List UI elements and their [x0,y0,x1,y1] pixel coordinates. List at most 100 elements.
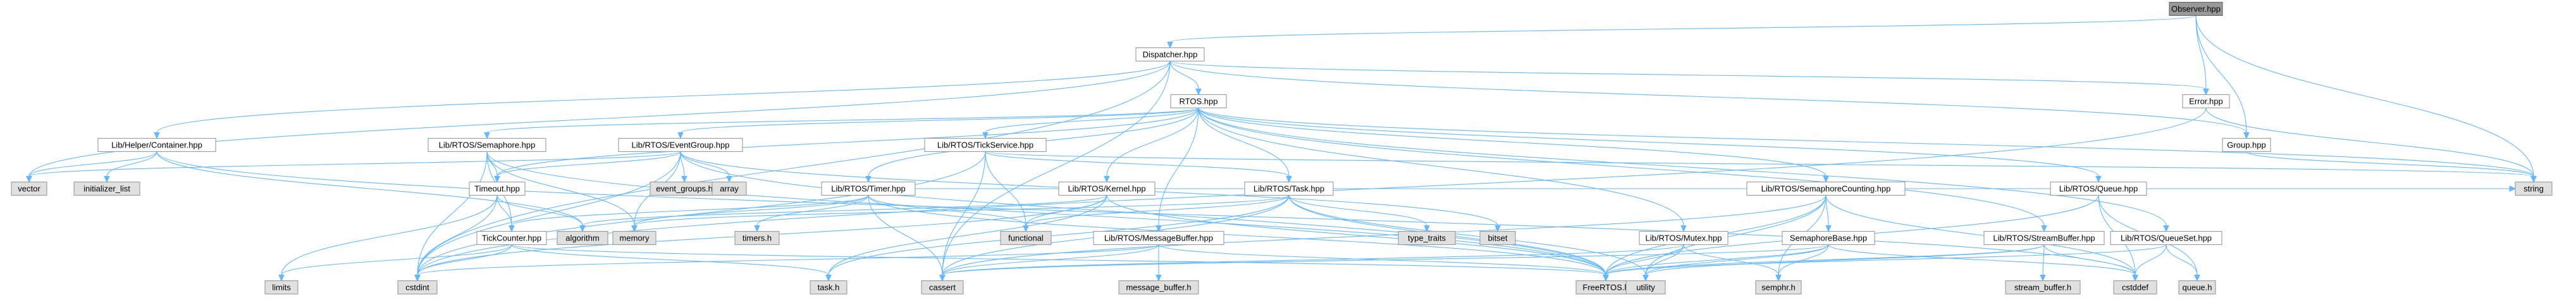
node-label: Lib/RTOS/EventGroup.hpp [632,141,730,150]
edge-rtos-to-msgbuffer [1156,108,1199,232]
node-tickcounter-hpp[interactable]: TickCounter.hpp [476,230,547,246]
edge-semaphore-to-freertos [486,151,1609,282]
edge-eventgroup-to-timeout [494,151,681,183]
node-cstddef[interactable]: cstddef [2113,280,2157,295]
node-dispatcher-hpp[interactable]: Dispatcher.hpp [1135,47,1205,62]
node-label: string [2524,184,2544,194]
node-box [821,181,916,196]
node-limits[interactable]: limits [264,280,299,295]
node-lib-rtos-queueset-hpp[interactable]: Lib/RTOS/QueueSet.hpp [2110,230,2222,246]
edge-tickcounter-to-freertos [511,244,1609,282]
edge-timeout-to-limits [278,195,498,282]
node-box [612,230,656,246]
node-semphr-h[interactable]: semphr.h [1755,280,1802,295]
edge-container-to-initializer_list [104,151,157,183]
node-label: Error.hpp [2189,97,2222,106]
node-freertos-h[interactable]: FreeRTOS.h [1575,280,1636,295]
node-error-hpp[interactable]: Error.hpp [2182,94,2230,109]
node-timeout-hpp[interactable]: Timeout.hpp [469,181,526,196]
node-task-h[interactable]: task.h [810,280,847,295]
node-vector[interactable]: vector [11,181,47,196]
edge-observer-to-dispatcher [1167,15,2197,49]
node-box [557,230,608,246]
node-message-buffer-h[interactable]: message_buffer.h [1118,280,1199,295]
node-box [2222,137,2271,153]
node-lib-helper-container-hpp[interactable]: Lib/Helper/Container.hpp [97,137,216,153]
node-label: vector [18,184,40,194]
node-array[interactable]: array [712,181,747,196]
node-label: queue.h [2183,283,2212,292]
node-semaphorebase-hpp[interactable]: SemaphoreBase.hpp [1782,230,1875,246]
node-memory[interactable]: memory [612,230,656,246]
node-event-groups-h[interactable]: event_groups.h [650,181,719,196]
node-lib-rtos-semaphorecounting-hpp[interactable]: Lib/RTOS/SemaphoreCounting.hpp [1746,181,1906,196]
node-box [1398,230,1456,246]
edge-rtos-to-eventgroup [677,108,1199,139]
edge-tickcounter-to-limits [278,244,512,282]
node-lib-rtos-tickservice-hpp[interactable]: Lib/RTOS/TickService.hpp [924,137,1047,153]
node-box [1118,280,1199,295]
node-box [2178,280,2216,295]
edge-task-to-functional [1023,195,1290,232]
node-algorithm[interactable]: algorithm [557,230,608,246]
edge-queueset-to-freertos [1603,244,2167,282]
node-label: Lib/RTOS/StreamBuffer.hpp [1993,234,2095,243]
edge-eventgroup-to-vector [26,151,681,183]
node-type-traits[interactable]: type_traits [1398,230,1456,246]
edge-kernel-to-functional [1023,195,1107,232]
node-group-hpp[interactable]: Group.hpp [2222,137,2271,153]
node-cassert[interactable]: cassert [921,280,964,295]
node-stream-buffer-h[interactable]: stream_buffer.h [2005,280,2081,295]
edge-sembase-to-semphr [1775,244,1829,282]
node-label: FreeRTOS.h [1582,283,1629,292]
node-lib-rtos-eventgroup-hpp[interactable]: Lib/RTOS/EventGroup.hpp [618,137,743,153]
node-bitset[interactable]: bitset [1479,230,1516,246]
edge-timer-to-functional [868,195,1029,232]
node-cstdint[interactable]: cstdint [397,280,438,295]
edge-task-to-memory [631,195,1290,232]
node-lib-rtos-timer-hpp[interactable]: Lib/RTOS/Timer.hpp [821,181,916,196]
edge-queueset-to-cstddef [2132,244,2167,282]
node-utility[interactable]: utility [1625,280,1666,295]
node-box [264,280,299,295]
edge-container-to-vector [26,151,157,183]
node-lib-rtos-mutex-hpp[interactable]: Lib/RTOS/Mutex.hpp [1639,230,1729,246]
node-lib-rtos-queue-hpp[interactable]: Lib/RTOS/Queue.hpp [2050,181,2147,196]
node-observer-hpp[interactable]: Observer.hpp [2169,1,2223,16]
node-queue-h[interactable]: queue.h [2178,280,2216,295]
node-box [1000,230,1052,246]
node-box [2005,280,2081,295]
node-label: Lib/RTOS/QueueSet.hpp [2121,234,2212,243]
node-lib-rtos-semaphore-hpp[interactable]: Lib/RTOS/Semaphore.hpp [428,137,546,153]
node-box [1479,230,1516,246]
node-lib-rtos-streambuffer-hpp[interactable]: Lib/RTOS/StreamBuffer.hpp [1983,230,2105,246]
edge-timeout-to-tickcounter [496,195,515,232]
edge-tickcounter-to-cstdint [414,244,512,282]
node-label: type_traits [1408,234,1446,243]
node-label: Lib/RTOS/SemaphoreCounting.hpp [1761,184,1891,194]
node-label: utility [1636,283,1655,292]
node-label: Lib/RTOS/TickService.hpp [937,141,1033,150]
node-label: TickCounter.hpp [482,234,541,243]
node-initializer-list[interactable]: initializer_list [73,181,140,196]
node-functional[interactable]: functional [1000,230,1052,246]
edge-task-to-type_traits [1288,195,1430,232]
node-lib-rtos-task-hpp[interactable]: Lib/RTOS/Task.hpp [1244,181,1334,196]
edge-dispatcher-to-group [1169,61,2250,139]
node-box [397,280,438,295]
node-box [11,181,47,196]
edge-rtos-to-string [1198,108,2537,183]
node-lib-rtos-kernel-hpp[interactable]: Lib/RTOS/Kernel.hpp [1058,181,1156,196]
node-rtos-hpp[interactable]: RTOS.hpp [1170,94,1227,109]
node-box [1755,280,1802,295]
node-box [1983,230,2105,246]
node-label: array [720,184,739,194]
node-lib-rtos-messagebuffer-hpp[interactable]: Lib/RTOS/MessageBuffer.hpp [1093,230,1224,246]
node-label: Lib/RTOS/Kernel.hpp [1068,184,1145,194]
node-string[interactable]: string [2515,181,2553,196]
node-box [1639,230,1729,246]
edge-rtos-to-semcount [1198,108,1829,183]
node-timers-h[interactable]: timers.h [734,230,780,246]
node-label: Lib/Helper/Container.hpp [111,141,202,150]
